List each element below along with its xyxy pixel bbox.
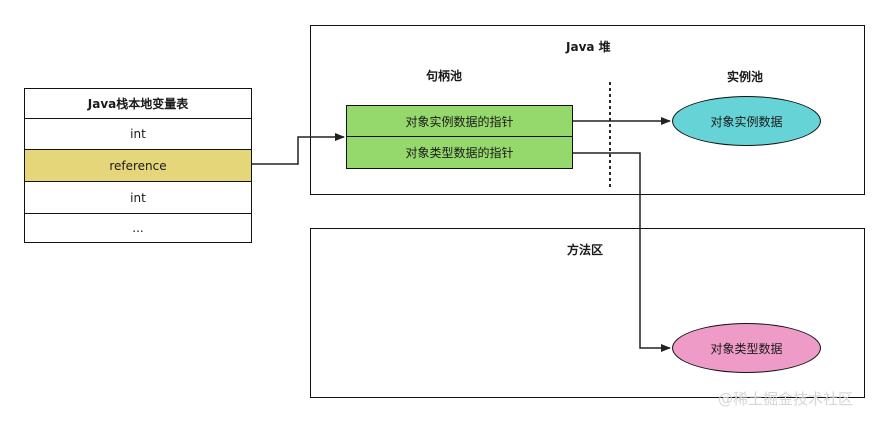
method-area-title: 方法区 (567, 243, 604, 257)
watermark: @稀土掘金技术社区 (718, 390, 854, 408)
table-row-reference: reference (25, 149, 251, 181)
table-row-int-2: int (25, 181, 251, 213)
table-row-int-1: int (25, 118, 251, 149)
local-variable-table: Java栈本地变量表 int reference int ... (24, 88, 252, 243)
type-data-pointer-cell: 对象类型数据的指针 (346, 137, 573, 169)
type-data-ellipse: 对象类型数据 (672, 323, 821, 373)
instance-data-ellipse: 对象实例数据 (672, 96, 821, 146)
instance-data-pointer-cell: 对象实例数据的指针 (346, 105, 573, 137)
local-variable-table-title: Java栈本地变量表 (87, 97, 189, 111)
java-heap-title: Java 堆 (566, 40, 611, 54)
table-row-ellipsis: ... (25, 213, 251, 242)
instance-pool-title: 实例池 (727, 70, 764, 84)
handle-pool-title: 句柄池 (426, 69, 463, 83)
